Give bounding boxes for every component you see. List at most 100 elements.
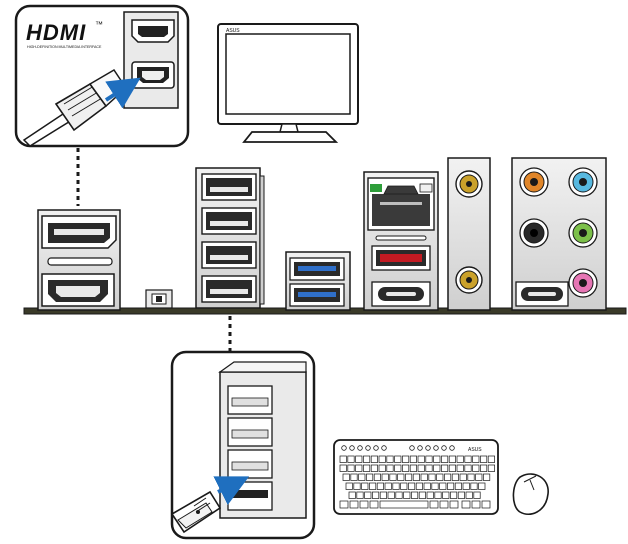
keyboard-key [417, 455, 425, 463]
keyboard-key [472, 455, 480, 463]
usb-2-port [201, 275, 257, 303]
audio-jack [519, 218, 549, 248]
lan-port [367, 177, 435, 231]
usb-2-port [201, 207, 257, 235]
keyboard-key [386, 464, 394, 472]
audio-jack [568, 167, 598, 197]
keyboard-brand-label: ASUS [468, 447, 482, 453]
keyboard-key [384, 482, 392, 490]
keyboard-key [378, 455, 386, 463]
keyboard-key [389, 473, 397, 481]
keyboard-key [444, 473, 452, 481]
keyboard-key [456, 455, 464, 463]
keyboard-key [355, 455, 363, 463]
keyboard-key [441, 464, 449, 472]
usb-plug-icon [170, 490, 222, 534]
keyboard-key [350, 473, 358, 481]
keyboard-key [480, 464, 488, 472]
keyboard-key [347, 455, 355, 463]
keyboard-key [339, 500, 349, 509]
keyboard-key [355, 464, 363, 472]
usb-2-port [201, 173, 257, 201]
keyboard-key [387, 491, 395, 499]
keyboard-key [370, 464, 378, 472]
keyboard-key [408, 482, 416, 490]
keyboard-keys [339, 455, 495, 509]
keyboard-key [392, 482, 400, 490]
keyboard-key [448, 455, 456, 463]
hdmi-insert-arrow [104, 77, 141, 109]
usb-callout [170, 350, 316, 540]
keyboard-key [451, 473, 459, 481]
keyboard-key [434, 491, 442, 499]
hdmi-logo-trademark: ™ [95, 20, 103, 29]
keyboard-media-key [357, 445, 363, 451]
keyboard-key [447, 482, 455, 490]
usb-red-port [371, 245, 431, 271]
audio-jack [568, 218, 598, 248]
usb-callout-port [227, 449, 273, 479]
keyboard-key [420, 473, 428, 481]
keyboard-key [478, 482, 486, 490]
hdmi-logo-wordmark: HDMI [26, 20, 86, 45]
keyboard-key [436, 473, 444, 481]
port-divider [47, 257, 113, 266]
hdmi-callout: HDMI ™ HIGH-DEFINITION MULTIMEDIA INTERF… [14, 4, 190, 148]
keyboard-key [381, 473, 389, 481]
monitor-icon: ASUS [217, 23, 359, 143]
keyboard-key [370, 455, 378, 463]
keyboard-key [353, 482, 361, 490]
keyboard-media-key [349, 445, 355, 451]
monitor-brand-label: ASUS [226, 28, 240, 34]
keyboard-key [363, 455, 371, 463]
keyboard-media-key [417, 445, 423, 451]
keyboard-key [339, 464, 347, 472]
keyboard-key [480, 455, 488, 463]
keyboard-key [470, 482, 478, 490]
keyboard-key [394, 464, 402, 472]
keyboard-key [442, 491, 450, 499]
keyboard-media-key [441, 445, 447, 451]
keyboard-key [464, 464, 472, 472]
keyboard-spacebar [379, 500, 429, 509]
keyboard-key [361, 482, 369, 490]
keyboard-media-key [341, 445, 347, 451]
usb-3-port-stack [285, 251, 351, 311]
wifi-antenna-connector [455, 170, 483, 198]
displayport-port [41, 215, 117, 249]
keyboard-key [418, 491, 426, 499]
keyboard-key [461, 500, 471, 509]
keyboard-key [439, 482, 447, 490]
keyboard-key [481, 500, 491, 509]
keyboard-key [429, 500, 439, 509]
keyboard-media-key [409, 445, 415, 451]
keyboard-key [378, 464, 386, 472]
keyboard-key [456, 464, 464, 472]
keyboard-key [409, 455, 417, 463]
mouse-icon [512, 473, 549, 516]
keyboard-key [364, 491, 372, 499]
keyboard-key [487, 464, 495, 472]
keyboard-key [462, 482, 470, 490]
audio-jack [568, 268, 598, 298]
keyboard-key [475, 473, 483, 481]
keyboard-key [450, 491, 458, 499]
keyboard-key [347, 464, 355, 472]
keyboard-media-key [425, 445, 431, 451]
keyboard-key [417, 464, 425, 472]
usb-callout-port [227, 385, 273, 415]
keyboard-key [339, 455, 347, 463]
keyboard-key [471, 500, 481, 509]
wifi-antenna-block [447, 157, 491, 311]
usb-insert-arrow [213, 476, 250, 506]
keyboard-key [483, 473, 491, 481]
keyboard-media-key [365, 445, 371, 451]
keyboard-key [423, 482, 431, 490]
keyboard-key [473, 491, 481, 499]
keyboard-key [467, 473, 475, 481]
keyboard-key [394, 455, 402, 463]
keyboard-key [379, 491, 387, 499]
keyboard-key [397, 473, 405, 481]
keyboard-media-key [433, 445, 439, 451]
